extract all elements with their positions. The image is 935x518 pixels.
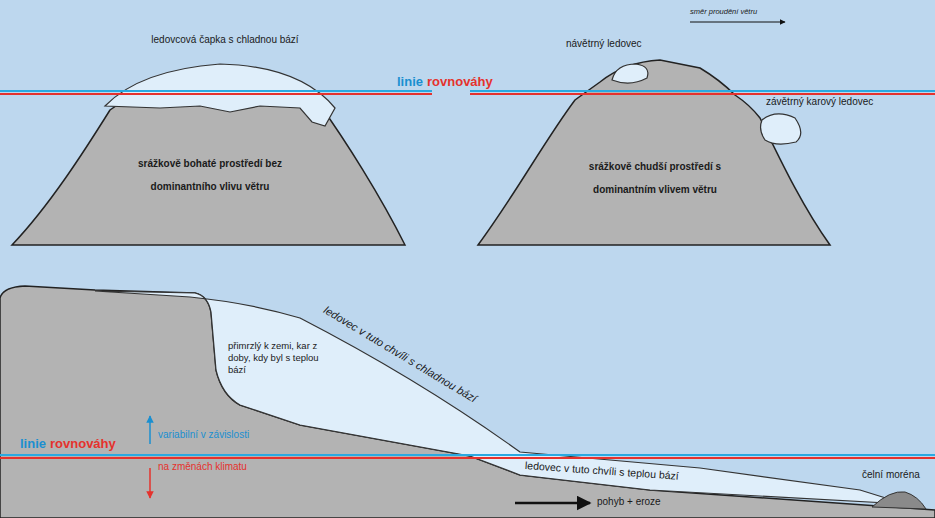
equilibrium-line-red	[0, 457, 935, 459]
glacier-note: přimrzlý k zemi, kar z doby, kdy byl s t…	[228, 340, 330, 376]
glacier-label: závětrný karový ledovec	[766, 96, 873, 108]
rise-arrow	[149, 416, 151, 444]
movement-label: pohyb + eroze	[597, 496, 661, 508]
equilibrium-label-red: rovnováhy	[427, 74, 493, 90]
fall-arrow	[149, 468, 151, 498]
leeward-cirque-glacier	[761, 114, 801, 144]
equilibrium-label-blue: linie	[397, 74, 423, 90]
equilibrium-line-blue	[0, 454, 935, 456]
environment-label: srážkově chudší prostředí s dominantním …	[578, 155, 733, 201]
mountain-right	[478, 60, 830, 245]
equilibrium-label-blue: linie	[20, 436, 46, 452]
equilibrium-line-blue	[0, 90, 432, 92]
moraine-label: čelní moréna	[862, 469, 920, 481]
variability-label: na změnách klimatu	[158, 461, 247, 473]
equilibrium-line-red	[0, 93, 432, 95]
valley-glacier	[95, 291, 905, 504]
wind-arrow	[690, 22, 785, 23]
variability-label: variabilní v závislosti	[158, 429, 249, 441]
movement-arrow	[515, 502, 590, 505]
windward-glacier	[612, 64, 648, 83]
environment-label: srážkově bohaté prostředí bez dominantní…	[128, 152, 293, 198]
wind-label: směr proudění větru	[690, 7, 757, 16]
equilibrium-label-red: rovnováhy	[50, 436, 116, 452]
terminal-moraine	[872, 492, 926, 509]
equilibrium-line-red	[470, 93, 935, 95]
glacier-label: návětrný ledovec	[566, 38, 642, 50]
ice-cap-label: ledovcová čapka s chladnou bází	[125, 34, 325, 46]
bedrock	[0, 286, 935, 518]
equilibrium-line-blue	[470, 90, 935, 92]
